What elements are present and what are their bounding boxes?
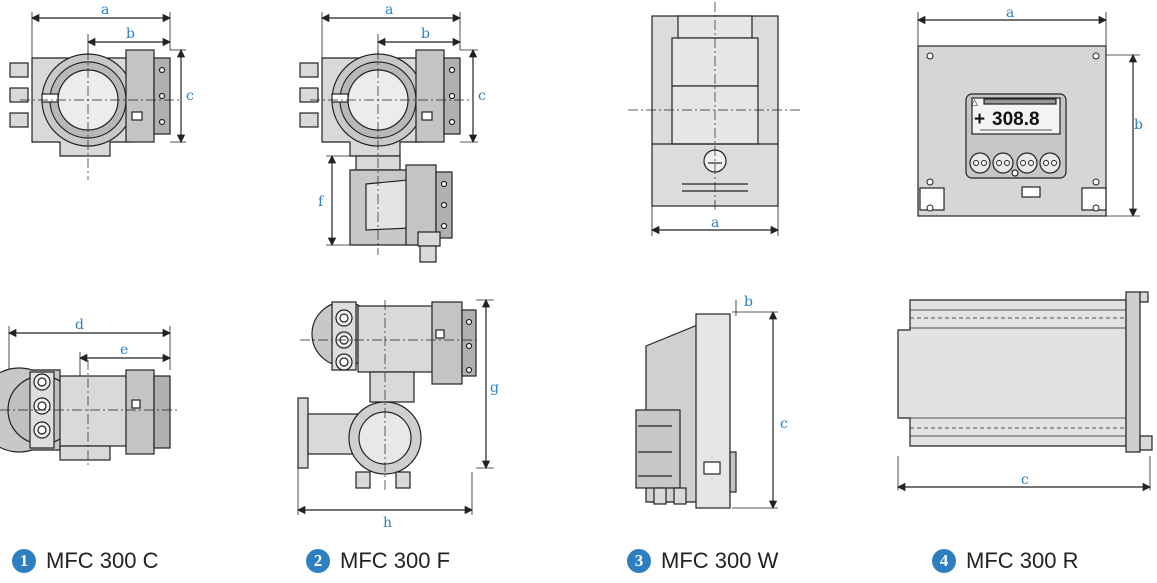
caption-label: MFC 300 C <box>46 548 159 573</box>
dim-b-label: b <box>744 294 753 310</box>
badge-number: 3 <box>627 549 651 573</box>
caption-mfc300w: 3 MFC 300 W <box>627 548 778 574</box>
dim-a-label: a <box>385 2 393 18</box>
mfc300r-side-view: c <box>896 291 1153 492</box>
mfc300f-side-view: g h <box>296 298 499 531</box>
caption-label: MFC 300 F <box>340 548 451 573</box>
caption-label: MFC 300 W <box>661 548 779 573</box>
dim-h-label: h <box>383 515 392 531</box>
dim-b-label: b <box>421 26 430 42</box>
dim-e-label: e <box>120 342 128 358</box>
mfc300w-side-view: b c <box>635 294 788 510</box>
warning-symbol: △ <box>971 98 978 108</box>
mfc300f-front-view: a b c f <box>299 2 486 263</box>
dim-a-label: a <box>1006 5 1014 21</box>
mfc300c-top-view: d e <box>0 317 180 468</box>
dim-g-label: g <box>490 380 499 396</box>
caption-label: MFC 300 R <box>966 548 1079 573</box>
dim-b-label: b <box>126 26 135 42</box>
display-value: 308.8 <box>992 109 1040 130</box>
caption-mfc300c: 1 MFC 300 C <box>12 548 158 574</box>
caption-mfc300r: 4 MFC 300 R <box>932 548 1078 574</box>
dim-a-label: a <box>101 2 109 18</box>
badge-number: 4 <box>932 549 956 573</box>
mfc300c-front-view: a b c <box>9 2 194 180</box>
dim-a-label: a <box>711 215 719 231</box>
dim-b-label: b <box>1134 117 1143 133</box>
badge-number: 2 <box>306 549 330 573</box>
dim-c-label: c <box>780 416 788 432</box>
dim-c-label: c <box>478 88 486 104</box>
dim-c-label: c <box>186 88 194 104</box>
mfc300w-front-view: a <box>628 2 800 236</box>
dim-c-label: c <box>1021 472 1029 488</box>
dim-d-label: d <box>75 317 84 333</box>
badge-number: 1 <box>12 549 36 573</box>
mfc300r-front-view: △ + 308.8 a b <box>916 5 1143 218</box>
display-sign: + <box>974 109 985 130</box>
caption-mfc300f: 2 MFC 300 F <box>306 548 450 574</box>
dim-f-label: f <box>318 194 325 210</box>
